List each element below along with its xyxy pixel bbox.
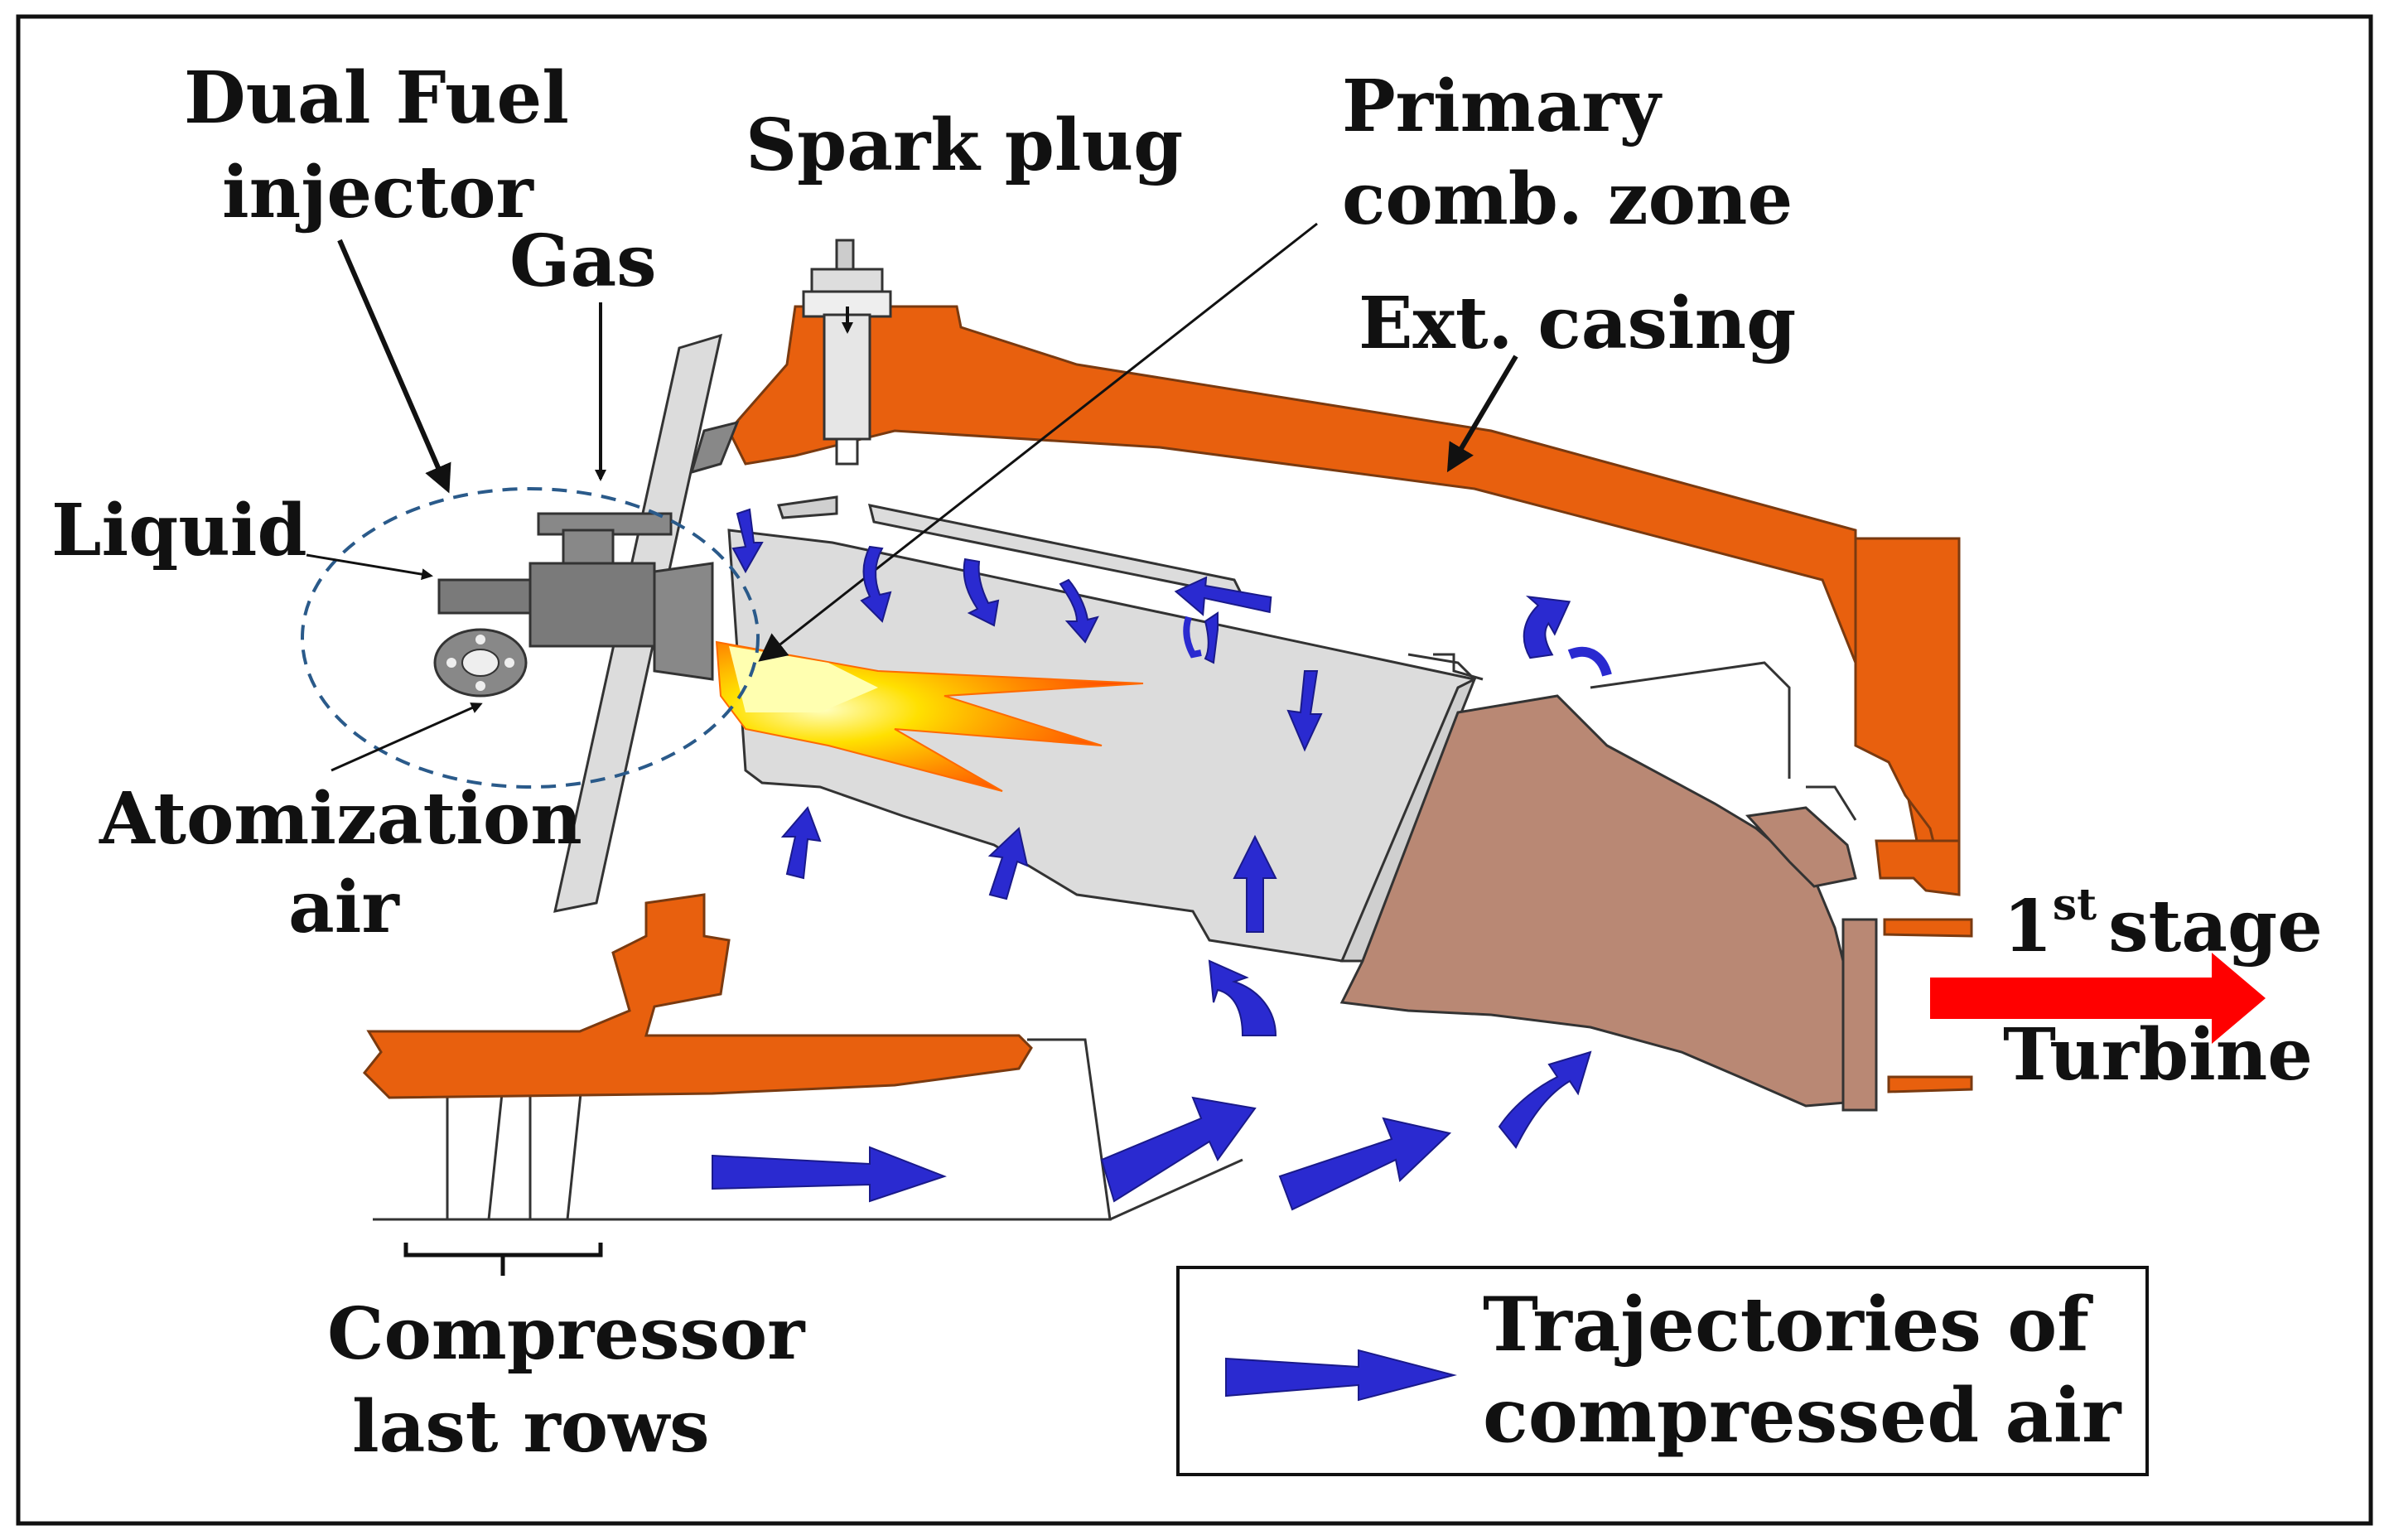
label-last-rows: last rows [352, 1385, 710, 1469]
pointer-lines [306, 222, 1518, 772]
air-arrow [780, 806, 822, 880]
label-ext-casing: Ext. casing [1359, 282, 1796, 365]
label-comb-zone: comb. zone [1342, 157, 1793, 241]
spark-plug [802, 239, 892, 466]
label-dual-fuel: Dual Fuel [184, 56, 569, 140]
label-liquid: Liquid [51, 489, 307, 572]
labels: Dual Fuel injector Gas Spark plug Primar… [51, 56, 2323, 1469]
label-compressor: Compressor [327, 1292, 806, 1376]
label-air: air [288, 866, 400, 949]
label-spark-plug: Spark plug [746, 104, 1183, 187]
label-injector: injector [222, 151, 534, 234]
air-arrow [712, 1146, 947, 1203]
air-arrow [1174, 576, 1272, 616]
legend-label-line1: Trajectories of [1483, 1281, 2093, 1369]
dual-fuel-injector [433, 512, 714, 698]
air-arrow [1100, 1096, 1257, 1203]
air-arrow [963, 558, 1000, 627]
air-arrow [731, 508, 764, 574]
label-atomization: Atomization [99, 777, 582, 861]
air-arrow [1498, 1050, 1592, 1149]
label-primary: Primary [1342, 65, 1663, 148]
transition-piece [1339, 653, 1878, 1112]
air-arrow [1278, 1117, 1452, 1211]
air-arrow [1183, 616, 1202, 659]
air-arrow [1059, 578, 1099, 644]
air-arrow [1567, 646, 1612, 677]
turbine-flow-arrow [1930, 953, 2266, 1044]
air-trajectory-arrows [712, 508, 1612, 1211]
air-arrow [1523, 595, 1571, 659]
legend: Trajectories of compressed air [1176, 1266, 2149, 1476]
air-arrow [1233, 834, 1277, 933]
compressor-bracket [403, 1243, 603, 1276]
air-arrow [1286, 670, 1323, 752]
flame [715, 640, 1144, 792]
air-arrow [987, 827, 1029, 900]
air-arrow [860, 545, 892, 623]
air-arrow [1204, 611, 1219, 664]
label-turbine: Turbine [2003, 1013, 2313, 1097]
label-gas: Gas [509, 220, 657, 303]
legend-label-line2: compressed air [1483, 1372, 2122, 1460]
injector-highlight-ellipse [301, 487, 760, 789]
legend-arrow-icon [1225, 1349, 1457, 1402]
air-arrow [1208, 959, 1277, 1036]
